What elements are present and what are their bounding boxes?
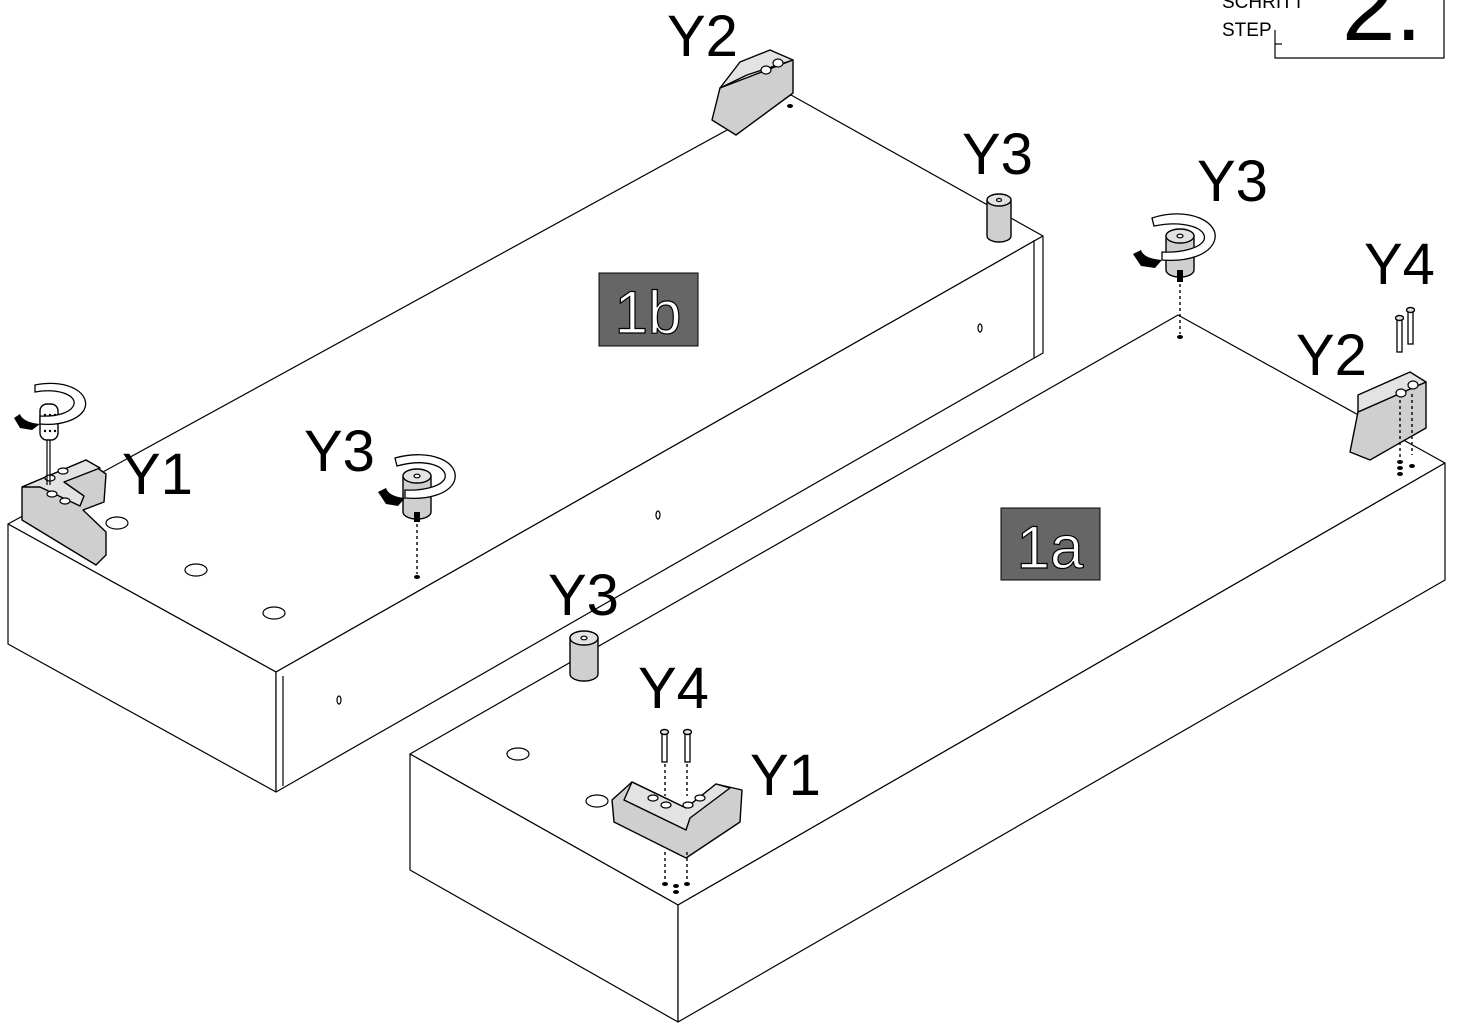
rotate-arrow-icon — [378, 454, 456, 506]
label-a-y4-right: Y4 — [1364, 232, 1435, 297]
panel-1a-board — [409, 314, 1446, 1023]
step-indicator: SCHRITT STEP 2. — [1222, 0, 1445, 61]
label-a-y4-front: Y4 — [638, 656, 709, 721]
label-a-y1: Y1 — [750, 743, 821, 808]
part-y4-screws-1a-front — [659, 728, 693, 894]
panel-1a-badge: 1a — [1000, 507, 1101, 582]
panel-1b-badge: 1b — [598, 272, 699, 347]
label-a-y3-left: Y3 — [548, 563, 619, 628]
part-y4-screws-1a-right — [1394, 306, 1416, 476]
label-b-y2: Y2 — [667, 4, 738, 69]
panel-1b-label: 1b — [615, 279, 682, 346]
label-b-y1: Y1 — [122, 442, 193, 507]
label-a-y2: Y2 — [1296, 323, 1367, 388]
part-y3-cylinder-1b-corner — [986, 193, 1012, 243]
rotate-arrow-icon — [1133, 213, 1216, 268]
label-a-y3-top: Y3 — [1197, 149, 1268, 214]
label-b-y3-mid: Y3 — [304, 419, 375, 484]
part-y2-block-1b — [711, 49, 794, 136]
step-number: 2. — [1342, 0, 1422, 61]
rotate-arrow-icon — [14, 382, 87, 430]
step-label-de: SCHRITT — [1222, 0, 1305, 13]
part-y1-bracket-1b — [21, 459, 107, 566]
panel-1a-label: 1a — [1017, 514, 1084, 581]
part-y1-bracket-1a — [611, 781, 743, 859]
panel-1b-board — [7, 94, 1044, 793]
part-y2-block-1a — [1349, 371, 1427, 461]
label-b-y3-corner: Y3 — [962, 122, 1033, 187]
part-y3-cylinder-1a-left — [569, 630, 599, 682]
step-label-en: STEP — [1222, 20, 1272, 41]
